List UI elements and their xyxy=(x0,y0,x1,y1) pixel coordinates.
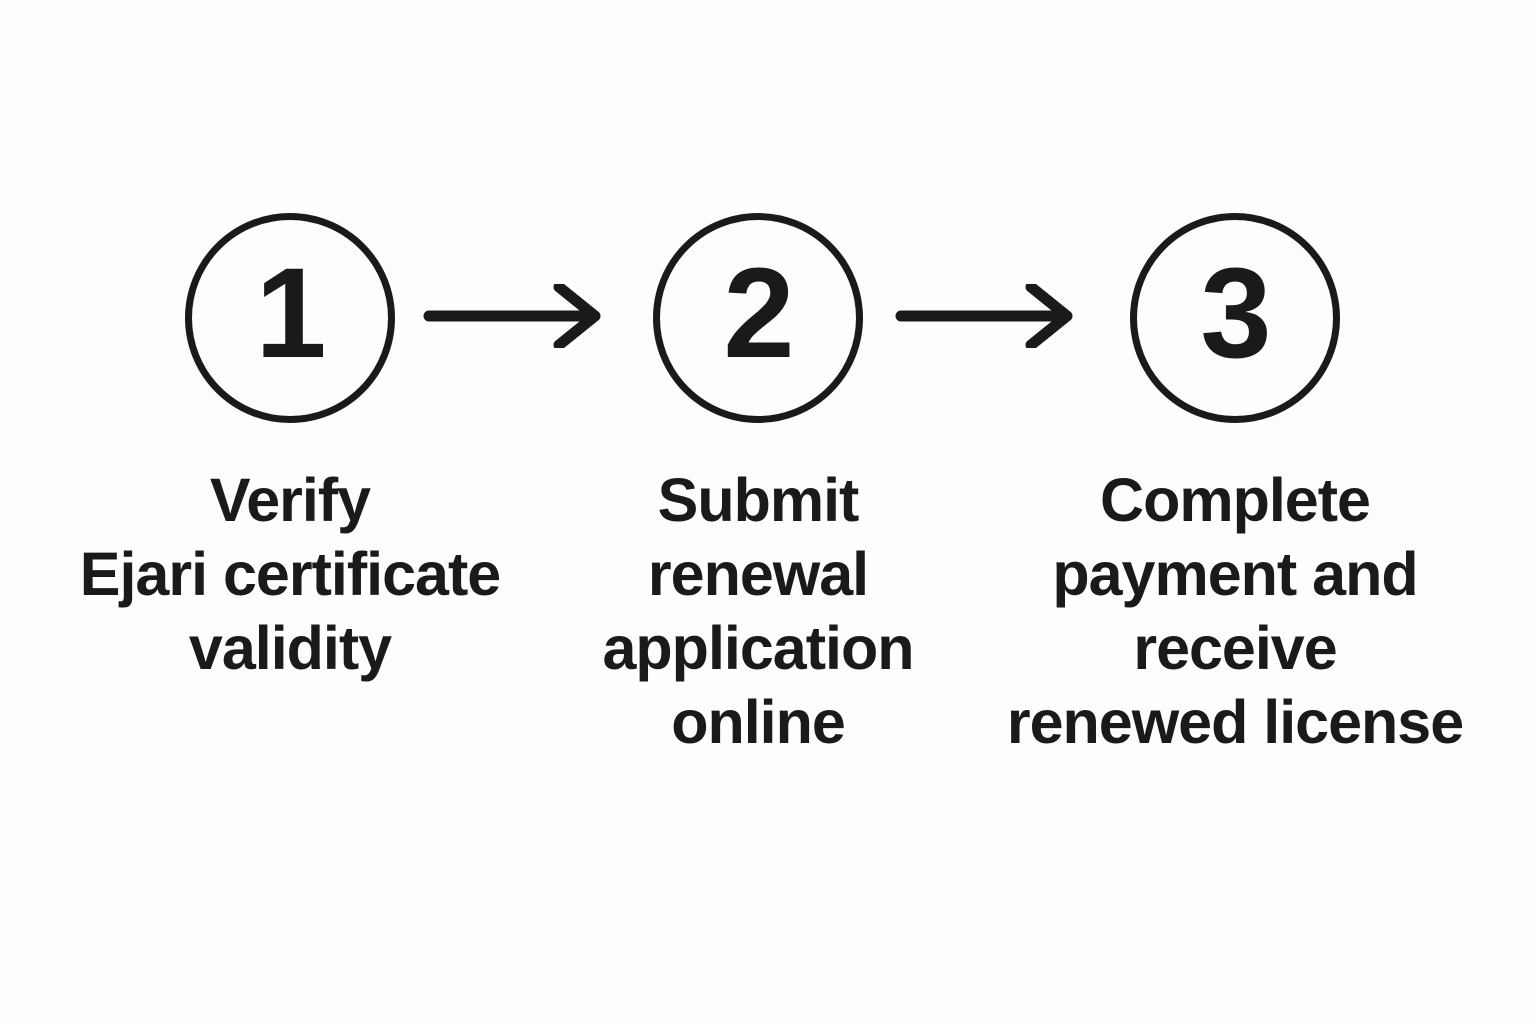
arrow-right-icon xyxy=(423,284,601,348)
step-3-circle: 3 xyxy=(1130,213,1340,423)
step-2-number: 2 xyxy=(723,242,794,385)
step-1-circle: 1 xyxy=(185,213,395,423)
step-1-label: Verify Ejari certificate validity xyxy=(79,466,501,682)
step-3-number: 3 xyxy=(1200,242,1271,385)
step-3-label: Complete payment and receive renewed lic… xyxy=(1006,466,1464,756)
step-1-number: 1 xyxy=(255,242,326,385)
step-2-label: Submit renewal application online xyxy=(602,466,915,756)
arrow-right-icon xyxy=(895,284,1073,348)
step-2-circle: 2 xyxy=(653,213,863,423)
